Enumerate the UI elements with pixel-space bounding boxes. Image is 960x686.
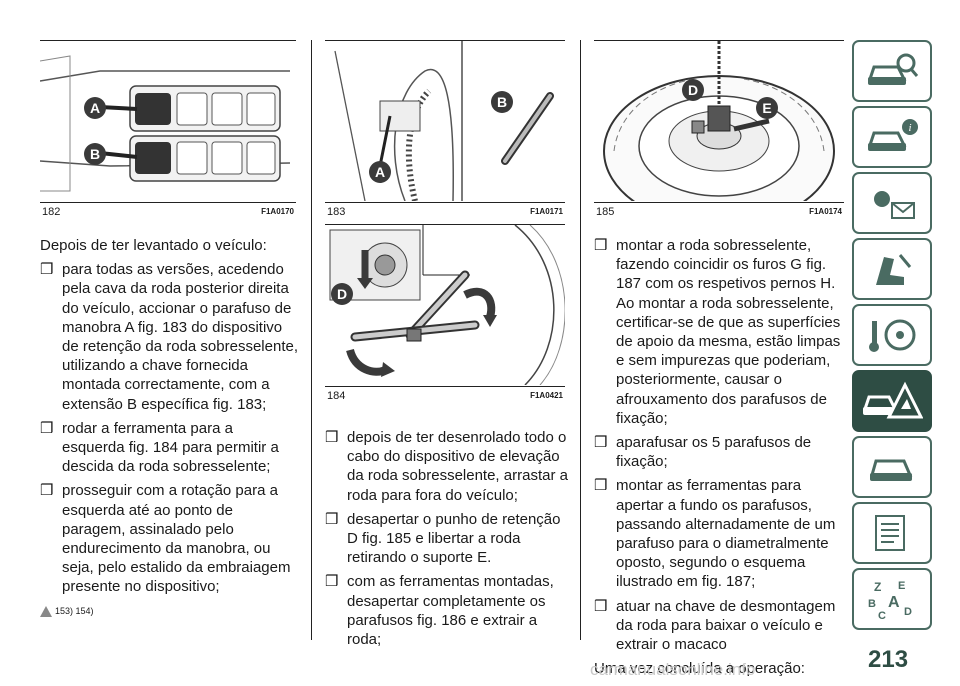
label-a: A	[84, 97, 106, 119]
label-d: D	[331, 283, 353, 305]
caption-185: 185 F1A0174	[596, 206, 842, 220]
top-rule-1	[40, 40, 296, 41]
svg-text:i: i	[908, 122, 911, 134]
list-item: ❒ depois de ter desenrolado todo o cabo d…	[325, 428, 569, 505]
bullet-glyph: ❒	[594, 434, 608, 452]
caption-184: 184 F1A0421	[327, 390, 563, 404]
column-divider-1	[311, 40, 312, 640]
svg-text:B: B	[868, 598, 876, 610]
caption-rule-182	[40, 202, 296, 203]
figure-number: 183	[327, 206, 346, 218]
label-d: D	[682, 79, 704, 101]
column-divider-2	[580, 40, 581, 640]
tab-document-list[interactable]	[852, 502, 932, 564]
figure-185: D E	[594, 41, 844, 201]
tab-car-magnifier[interactable]	[852, 40, 932, 102]
label-a: A	[369, 161, 391, 183]
figure-code: F1A0174	[809, 207, 842, 216]
list-item-text: atuar na chave de desmontagem da roda pa…	[616, 597, 836, 654]
car-breakdown-warning-icon	[862, 381, 923, 419]
caption-rule-184	[325, 386, 565, 387]
car-info-icon: i	[867, 119, 918, 151]
caption-183: 183 F1A0171	[327, 206, 563, 220]
bullet-glyph: ❒	[325, 573, 339, 591]
watermark: carmanualsonline.info	[590, 660, 756, 679]
figure-number: 185	[596, 206, 615, 218]
list-item-text: rodar a ferramenta para a esquerda fig. …	[62, 419, 279, 476]
caption-182: 182 F1A0170	[42, 206, 294, 220]
list-item-text: para todas as versões, acedendo pela cav…	[62, 261, 298, 413]
list-item: ❒ rodar a ferramenta para a esquerda fig.…	[40, 419, 298, 477]
seat-airbag-icon	[876, 254, 912, 285]
intro-paragraph: Depois de ter levantado o veículo:	[40, 237, 267, 254]
tab-car-info[interactable]: i	[852, 106, 932, 168]
label-e: E	[756, 97, 778, 119]
list-item: ❒ aparafusar os 5 parafusos de fixação;	[594, 433, 844, 471]
list-item: ❒ prosseguir com a rotação para a esquerd…	[40, 481, 298, 596]
warning-lights-envelope-icon	[874, 191, 915, 219]
list-item-text: prosseguir com a rotação para a esquerda…	[62, 482, 291, 596]
list-item: ❒ para todas as versões, acedendo pela ca…	[40, 260, 298, 414]
warning-refs-text: 153) 154)	[55, 605, 94, 616]
svg-text:E: E	[898, 580, 905, 592]
top-rule-184	[325, 224, 565, 225]
top-rule-3	[594, 40, 844, 41]
figure-number: 184	[327, 390, 346, 402]
tab-car-service[interactable]	[852, 436, 932, 498]
list-item-text: montar a roda sobresselente, fazendo coi…	[616, 237, 841, 427]
bullet-glyph: ❒	[40, 482, 54, 500]
list-item-text: depois de ter desenrolado todo o cabo do…	[347, 429, 568, 504]
bullet-glyph: ❒	[325, 429, 339, 446]
list-item: ❒ atuar na chave de desmontagem da roda p…	[594, 597, 844, 655]
svg-text:D: D	[904, 606, 912, 618]
label-b: B	[491, 91, 513, 113]
car-service-icon	[870, 459, 913, 481]
car-magnifier-icon	[867, 53, 919, 85]
document-list-icon	[875, 515, 905, 551]
warning-reference: 153) 154)	[40, 602, 298, 621]
caption-rule-183	[325, 202, 565, 203]
bullet-glyph: ❒	[594, 237, 608, 254]
warning-triangle-icon	[40, 605, 52, 617]
figure-code: F1A0170	[261, 207, 294, 216]
outro-paragraph: Uma vez concluída a operação:	[594, 660, 805, 678]
svg-text:A: A	[888, 594, 900, 611]
list-item: ❒ montar as ferramentas para apertar a fu…	[594, 476, 844, 591]
figure-code: F1A0171	[530, 207, 563, 216]
list-item-text: com as ferramentas montadas, desapertar …	[347, 573, 554, 649]
bullet-glyph: ❒	[594, 597, 608, 615]
label-b: B	[84, 143, 106, 165]
tab-breakdown[interactable]	[852, 370, 932, 432]
list-item-text: aparafusar os 5 parafusos de fixação;	[616, 434, 812, 471]
page-number: 213	[868, 646, 909, 673]
svg-text:Z: Z	[874, 580, 881, 594]
bullet-glyph: ❒	[594, 477, 608, 495]
figure-182: A B	[40, 41, 296, 201]
bullet-glyph: ❒	[40, 419, 54, 437]
list-item: ❒ montar a roda sobresselente, fazendo co…	[594, 236, 844, 428]
tab-warning-lights[interactable]	[852, 172, 932, 234]
top-rule-2	[325, 40, 565, 41]
figure-code: F1A0421	[530, 391, 563, 400]
figure-184: D	[325, 225, 565, 385]
svg-text:C: C	[878, 610, 886, 621]
bullet-glyph: ❒	[40, 261, 54, 279]
figure-number: 182	[42, 206, 61, 218]
list-item-text: montar as ferramentas para apertar a fun…	[616, 477, 836, 591]
tab-seat-airbag[interactable]	[852, 238, 932, 300]
figure-183: B A	[325, 41, 565, 201]
bullet-glyph: ❒	[325, 510, 339, 528]
caption-rule-185	[594, 202, 844, 203]
text-column-1: Depois de ter levantado o veículo: ❒ para…	[40, 236, 298, 621]
list-item: ❒ com as ferramentas montadas, desapertar…	[325, 572, 569, 649]
tab-key-steering[interactable]	[852, 304, 932, 366]
list-item-text: desapertar o punho de retenção D fig. 18…	[347, 510, 561, 567]
text-column-3: ❒ montar a roda sobresselente, fazendo co…	[594, 236, 844, 683]
text-column-2: ❒ depois de ter desenrolado todo o cabo d…	[325, 428, 569, 654]
key-steering-wheel-icon	[869, 319, 916, 352]
list-item: ❒ desapertar o punho de retenção D fig. 1…	[325, 510, 569, 568]
